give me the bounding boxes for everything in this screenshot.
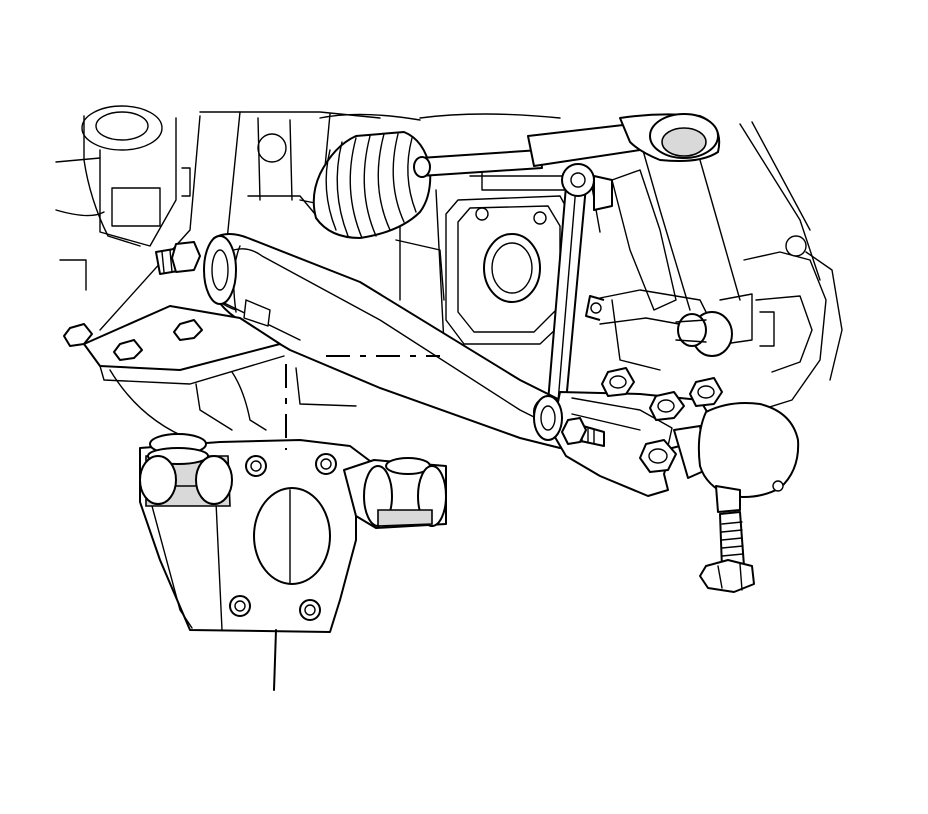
ball-joint-plate bbox=[533, 367, 723, 497]
frame-bracket-left bbox=[63, 241, 285, 441]
small-nut-left bbox=[63, 323, 93, 347]
plate-tip-nut bbox=[639, 439, 677, 473]
plate-nut-3 bbox=[689, 377, 723, 407]
frame-bolt bbox=[155, 241, 201, 275]
plate-nut-1 bbox=[601, 367, 635, 397]
stabilizer-bar-bracket bbox=[585, 289, 733, 371]
lower-ball-joint bbox=[673, 402, 800, 593]
plate-bolt-stud bbox=[561, 417, 605, 447]
bracket-nut-2 bbox=[173, 319, 203, 341]
steering-tie-rod-assembly bbox=[312, 113, 721, 239]
lower-control-arm bbox=[203, 233, 621, 451]
rear-bushing-carrier bbox=[139, 433, 447, 633]
vehicle-frame-background bbox=[55, 105, 843, 411]
plate-nut-2 bbox=[649, 391, 685, 421]
bracket-nut-1 bbox=[113, 339, 143, 361]
reference-centerlines bbox=[273, 355, 440, 691]
stabilizer-link bbox=[547, 163, 613, 403]
